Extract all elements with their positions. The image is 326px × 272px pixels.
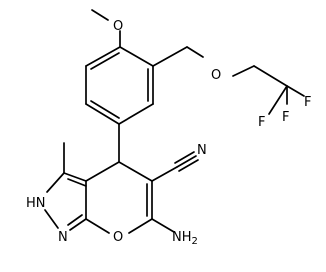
atom-amino: NH2 bbox=[172, 230, 198, 247]
bond-cf3-f3 bbox=[268, 85, 288, 115]
bond-c3a-c3 bbox=[63, 172, 87, 182]
atom-o-ether: O bbox=[211, 68, 221, 83]
bond-side-ch2 bbox=[152, 46, 188, 67]
bond-c6-o bbox=[128, 218, 153, 234]
bond-c5-cn bbox=[151, 166, 178, 182]
atom-labels: O O F F F N HN N O NH2 bbox=[26, 19, 311, 247]
bond-cf3-f1 bbox=[286, 85, 305, 97]
atom-f-2: F bbox=[282, 110, 289, 125]
atom-o-methoxy: O bbox=[113, 19, 123, 34]
bond-ring-a3 bbox=[85, 103, 120, 125]
bond-ring-a1 bbox=[85, 46, 121, 67]
bond-nh-n bbox=[44, 209, 59, 229]
atom-f-3: F bbox=[258, 115, 265, 130]
atom-nh-pyrazole: HN bbox=[26, 196, 46, 211]
bonds bbox=[44, 9, 305, 234]
bond-ring-a3-inner bbox=[90, 100, 120, 119]
bond-n-c7a bbox=[69, 218, 87, 231]
bond-ring-a4 bbox=[118, 103, 154, 125]
bond-o-c7a bbox=[85, 218, 110, 234]
bond-c3a-c3-inner bbox=[67, 178, 87, 187]
bond-methoxy-methyl bbox=[91, 9, 109, 21]
bond-cn-triple-1 bbox=[176, 155, 197, 168]
bond-cn-triple-2 bbox=[174, 151, 195, 164]
bond-side-ch2-o bbox=[186, 46, 204, 58]
atom-o-pyran: O bbox=[113, 230, 123, 245]
bond-side-o-ch2 bbox=[232, 65, 255, 77]
bond-c6-amino bbox=[151, 218, 175, 233]
bond-c3a-c4 bbox=[85, 161, 120, 182]
atom-n-nitrile: N bbox=[197, 143, 207, 158]
bond-n-c7a-inner bbox=[67, 214, 83, 226]
bond-c3-nh bbox=[46, 172, 65, 193]
atom-n-pyrazole: N bbox=[58, 230, 68, 245]
bond-side-ch2-cf3 bbox=[253, 65, 288, 87]
bond-ring-a6 bbox=[119, 46, 154, 67]
atom-f-1: F bbox=[304, 95, 311, 110]
bond-ring-a1-inner bbox=[90, 52, 120, 70]
bond-cn-triple-3 bbox=[178, 159, 199, 172]
bond-c4-c5 bbox=[118, 161, 153, 182]
